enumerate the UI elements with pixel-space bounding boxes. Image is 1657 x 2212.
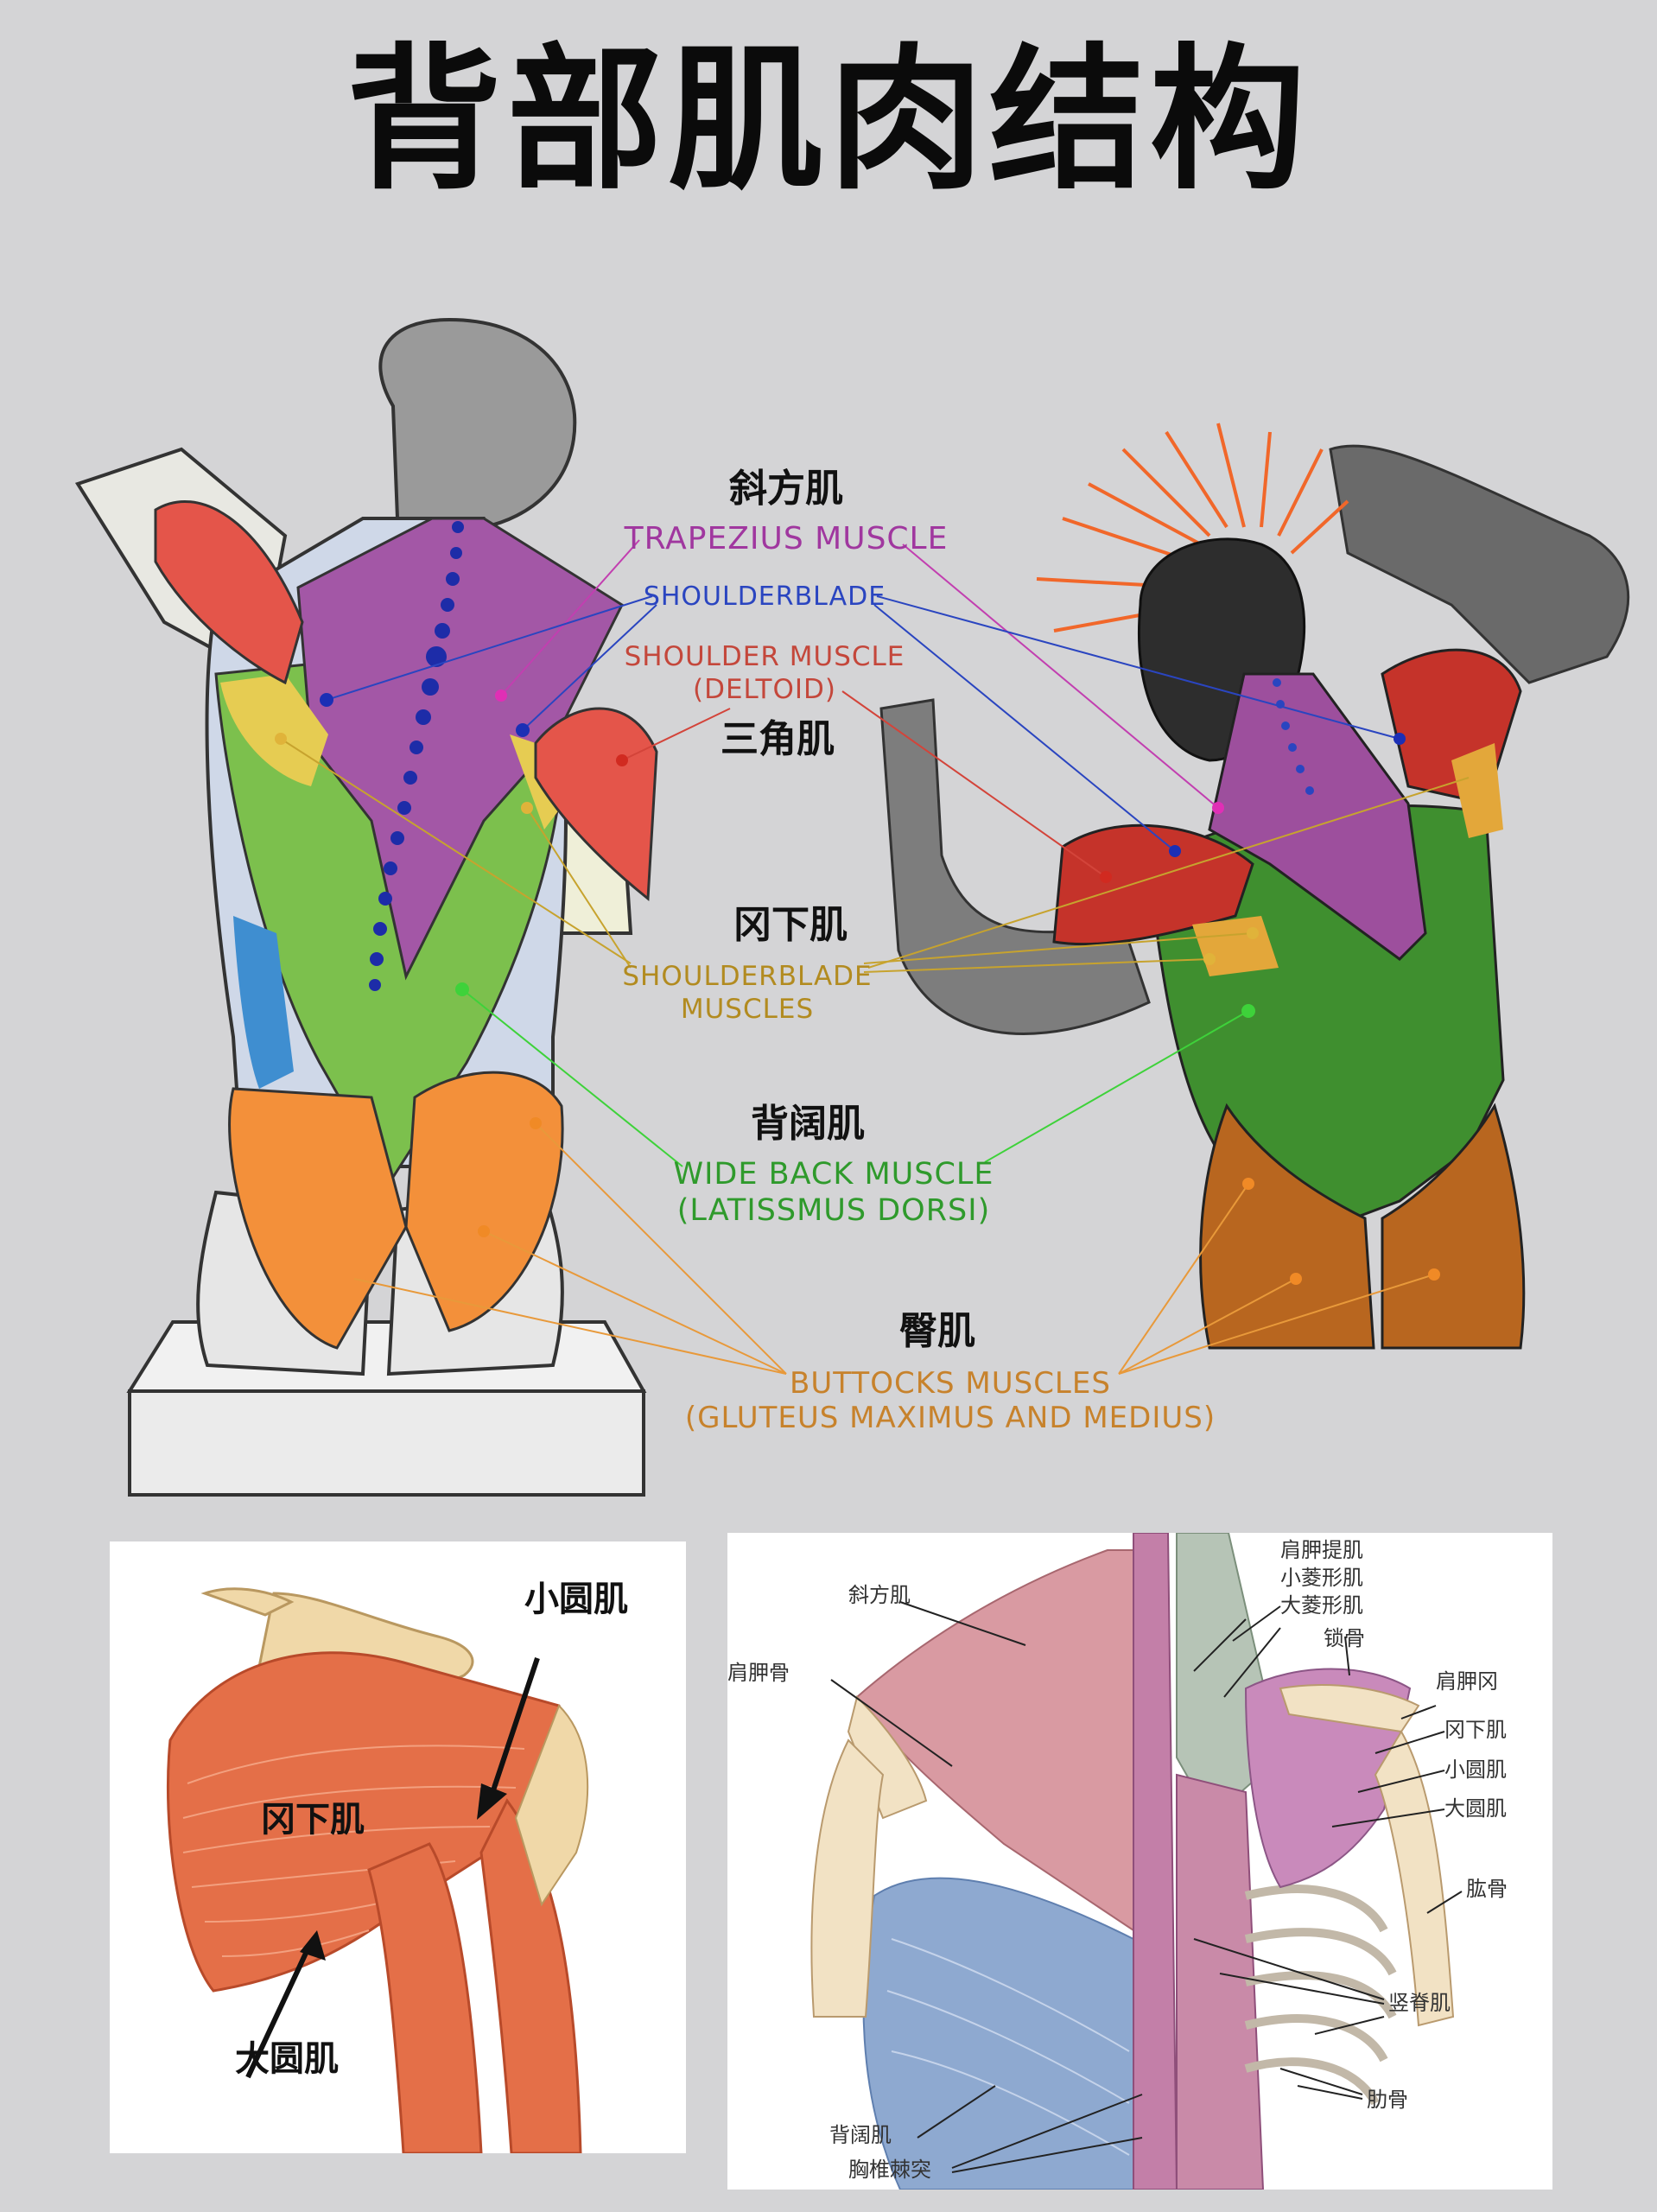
label-rhomboid-minor: 小菱形肌 [1280, 1566, 1363, 1590]
label-teres-major: 大圆肌 [1444, 1796, 1507, 1821]
label-deltoid-zh: 三角肌 [721, 717, 835, 761]
label-trapezius-en: TRAPEZIUS MUSCLE [624, 521, 949, 556]
leader-lines [280, 539, 1470, 1375]
back-anatomy-figure: 斜方肌 肩胛骨 肩胛提肌 小菱形肌 大菱形肌 锁骨 肩胛冈 冈下肌 小圆肌 大圆… [727, 1533, 1508, 2190]
main-anatomy-figure: 斜方肌 TRAPEZIUS MUSCLE SHOULDERBLADE SHOUL… [74, 317, 1630, 1497]
label-shoulderblade-en: SHOULDERBLADE [644, 582, 886, 612]
label-shoulderblade-muscles-en-1: SHOULDERBLADE [622, 961, 872, 992]
label-erector-spinae: 竖脊肌 [1388, 1991, 1451, 2015]
label-trapezius-zh: 斜方肌 [729, 467, 843, 511]
label-lat-zh: 背阔肌 [751, 1102, 865, 1146]
label-infraspinatus: 冈下肌 [261, 1800, 365, 1840]
shoulder-detail-panel: 小圆肌 冈下肌 大圆肌 [110, 1541, 686, 2153]
label-infraspinatus: 冈下肌 [1444, 1718, 1507, 1742]
label-glute-en-2: (GLUTEUS MAXIMUS AND MEDIUS) [685, 1401, 1216, 1435]
label-glute-en-1: BUTTOCKS MUSCLES [790, 1366, 1111, 1401]
label-scapula: 肩胛骨 [727, 1661, 790, 1685]
label-thoracic-spinous: 胸椎棘突 [848, 2158, 931, 2182]
label-clavicle: 锁骨 [1324, 1626, 1365, 1650]
label-ribs: 肋骨 [1367, 2088, 1408, 2112]
label-infraspinatus-zh: 冈下肌 [733, 903, 848, 947]
page-title: 背部肌肉结构 [346, 30, 1311, 211]
main-labels: 斜方肌 TRAPEZIUS MUSCLE SHOULDERBLADE SHOUL… [622, 467, 1216, 1435]
label-humerus: 肱骨 [1466, 1877, 1508, 1901]
left-figure [74, 317, 658, 1497]
right-figure [879, 423, 1630, 1350]
label-latissimus: 背阔肌 [829, 2123, 892, 2147]
label-acromion: 肩胛冈 [1436, 1669, 1498, 1694]
label-teres-major: 大圆肌 [235, 2039, 339, 2079]
label-deltoid-en-1: SHOULDER MUSCLE [625, 641, 905, 672]
label-rhomboid-major: 大菱形肌 [1280, 1593, 1363, 1618]
label-glute-zh: 臀肌 [899, 1309, 975, 1353]
shoulder-detail-figure: 小圆肌 冈下肌 大圆肌 [166, 1580, 628, 2153]
label-shoulderblade-muscles-en-2: MUSCLES [681, 994, 814, 1025]
label-lat-en-2: (LATISSMUS DORSI) [677, 1193, 991, 1228]
label-lat-en-1: WIDE BACK MUSCLE [673, 1157, 994, 1192]
label-teres-minor: 小圆肌 [524, 1580, 628, 1619]
back-anatomy-panel: 斜方肌 肩胛骨 肩胛提肌 小菱形肌 大菱形肌 锁骨 肩胛冈 冈下肌 小圆肌 大圆… [727, 1533, 1552, 2190]
label-teres-minor: 小圆肌 [1444, 1758, 1507, 1782]
label-deltoid-en-2: (DELTOID) [693, 674, 836, 705]
label-trapezius: 斜方肌 [848, 1583, 911, 1607]
marker-dots [275, 690, 1440, 1285]
label-levator-scapulae: 肩胛提肌 [1280, 1538, 1363, 1562]
